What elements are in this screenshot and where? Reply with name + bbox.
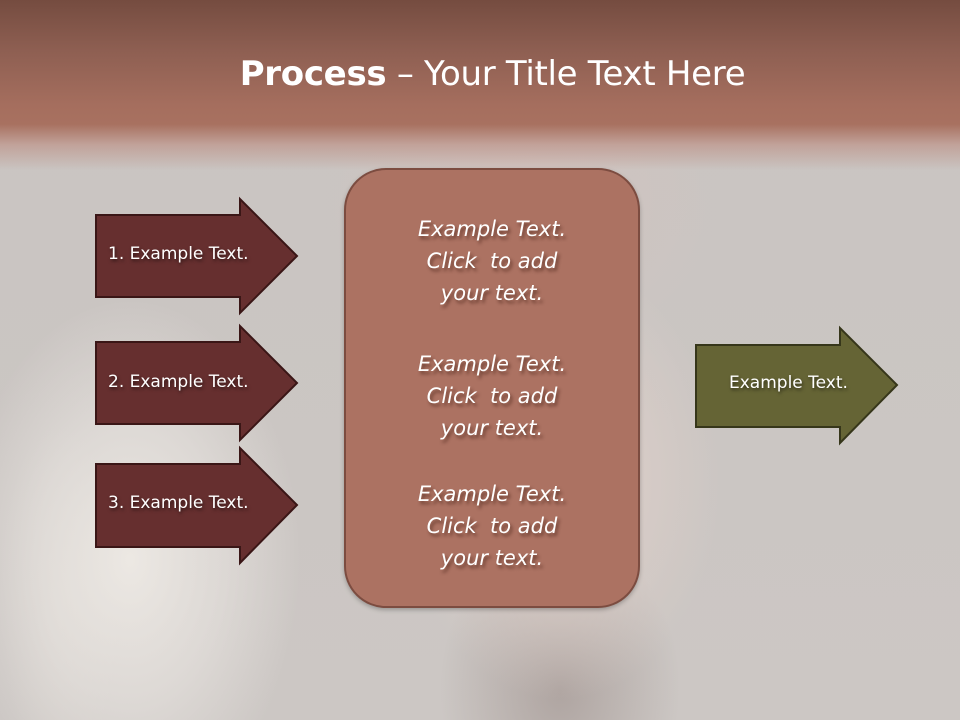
- process-text-block-2[interactable]: Example Text. Click to add your text.: [346, 348, 638, 444]
- text-line: Example Text.: [417, 482, 567, 506]
- title-band: [0, 0, 960, 170]
- input-arrow-label: 2. Example Text.: [108, 372, 249, 392]
- input-arrow-3[interactable]: 3. Example Text.: [95, 445, 299, 566]
- arrow-right-icon: [95, 445, 299, 566]
- input-arrow-1[interactable]: 1. Example Text.: [95, 196, 299, 316]
- text-line: your text.: [440, 546, 544, 570]
- input-arrow-label: 3. Example Text.: [108, 493, 249, 513]
- process-box[interactable]: Example Text. Click to add your text. Ex…: [344, 168, 640, 608]
- arrow-right-icon: [95, 323, 299, 443]
- arrow-right-icon: [95, 196, 299, 316]
- title-rest: – Your Title Text Here: [386, 54, 746, 94]
- output-arrow-label: Example Text.: [729, 373, 848, 393]
- arrow-right-icon: [695, 325, 899, 446]
- input-arrow-label: 1. Example Text.: [108, 244, 249, 264]
- process-text-block-3[interactable]: Example Text. Click to add your text.: [346, 478, 638, 574]
- text-line: Example Text.: [417, 352, 567, 376]
- text-line: your text.: [440, 281, 544, 305]
- process-text-block-1[interactable]: Example Text. Click to add your text.: [346, 213, 638, 309]
- title-bold: Process: [239, 54, 387, 94]
- output-arrow[interactable]: Example Text.: [695, 325, 899, 446]
- text-line: Click to add: [426, 384, 558, 408]
- input-arrow-2[interactable]: 2. Example Text.: [95, 323, 299, 443]
- slide-title[interactable]: Process – Your Title Text Here: [0, 52, 960, 96]
- text-line: Click to add: [426, 249, 558, 273]
- text-line: Example Text.: [417, 217, 567, 241]
- text-line: Click to add: [426, 514, 558, 538]
- text-line: your text.: [440, 416, 544, 440]
